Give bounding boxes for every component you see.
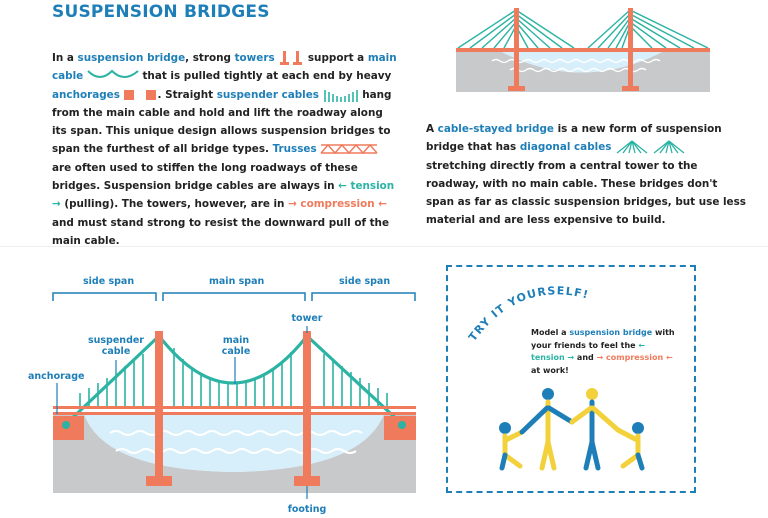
side-span-right-bracket	[311, 292, 416, 301]
cable-stayed-bridge-illustration	[456, 8, 710, 92]
try-compression-label: → compression ←	[596, 353, 673, 362]
anchorages-icon	[123, 89, 156, 100]
compression-label: → compression ←	[288, 198, 387, 211]
ground	[53, 414, 416, 493]
side-span-right-label: side span	[339, 276, 391, 287]
term-suspender-cables: suspender cables	[216, 88, 319, 101]
suspender-cables-icon	[323, 89, 358, 102]
suspension-bridge-description: In a suspension bridge, strong towers su…	[52, 51, 397, 247]
try-tension-label: ← tension →	[531, 340, 646, 363]
term-anchorages: anchorages	[52, 88, 120, 101]
term-diagonal-cables: diagonal cables	[519, 141, 612, 154]
diagonal-cables-icon	[616, 140, 685, 154]
main-cable-line	[64, 334, 404, 426]
cable-stayed-description: A cable-stayed bridge is a new form of s…	[426, 123, 746, 227]
roadway	[53, 406, 416, 409]
main-cable-icon	[87, 69, 139, 79]
main-span-bracket	[162, 292, 306, 301]
try-it-instructions: Model a suspension bridge with your frie…	[531, 328, 675, 375]
tension-label: ← tension →	[52, 180, 395, 211]
try-it-yourself-box	[446, 265, 696, 493]
footing-right	[294, 476, 320, 486]
towers-icon	[280, 51, 303, 65]
term-cable-stayed-bridge: cable-stayed bridge	[437, 123, 554, 135]
footing-left	[146, 476, 172, 486]
section-divider	[0, 246, 768, 247]
main-span-label: main span	[209, 276, 265, 287]
tower-right	[303, 331, 311, 478]
term-trusses: Trusses	[272, 143, 317, 156]
side-span-left-label: side span	[83, 276, 135, 287]
term-main-cable: main cable	[52, 52, 397, 83]
term-suspension-bridge: suspension bridge	[77, 52, 186, 64]
anchorage-label: anchorage	[28, 371, 85, 382]
suspender-cables	[79, 348, 388, 408]
tower-label: tower	[291, 313, 323, 324]
try-term-suspension-bridge: suspension bridge	[569, 328, 653, 337]
side-span-left-bracket	[52, 292, 157, 301]
footing-label: footing	[287, 504, 327, 515]
truss-icon	[320, 144, 378, 155]
page-title: SUSPENSION BRIDGES	[52, 2, 270, 22]
term-towers: towers	[234, 52, 275, 64]
tower-left	[155, 331, 163, 478]
people-bridge-illustration	[499, 388, 645, 471]
try-it-yourself-heading: TRY IT YOURSELF!	[466, 284, 589, 343]
